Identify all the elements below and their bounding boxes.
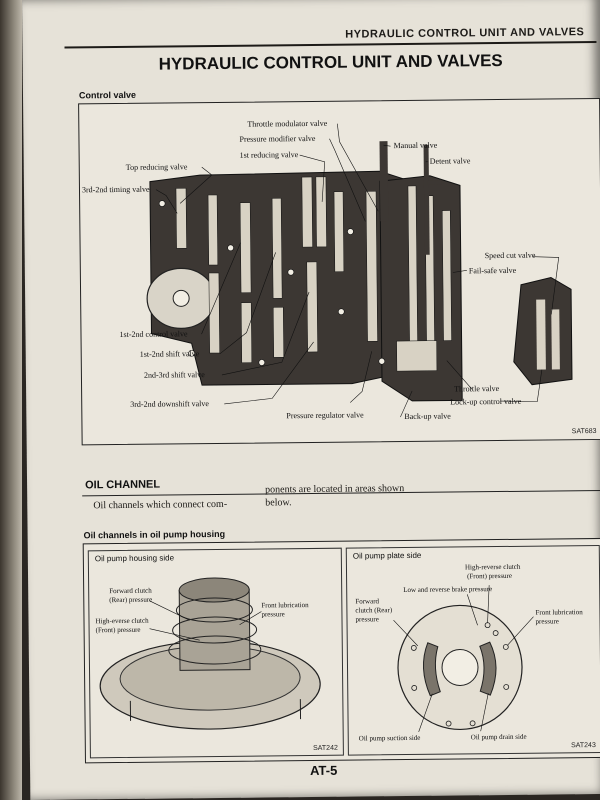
oil-channel-text-left: Oil channels which connect com-: [93, 498, 228, 512]
oil-pump-housing-diagram: Forward clutch (Rear) pressure High-ever…: [95, 577, 321, 730]
control-valve-diagram: Throttle modulator valve Pressure modifi…: [82, 119, 573, 421]
oil-channel-text-right-1: ponents are located in areas shown: [265, 483, 405, 496]
oil-pump-plate-diagram: High-reverse clutch (Front) pressure Low…: [355, 563, 583, 743]
oil-channel-heading: OIL CHANNEL: [85, 478, 161, 492]
manual-valve-rod: [379, 141, 389, 222]
manual-valve-label: Manual valve: [393, 141, 437, 150]
figure-code: SAT683: [571, 428, 597, 436]
housing-side-title: Oil pump housing side: [94, 553, 175, 564]
control-1st-2nd-valve-label: 1st-2nd control valve: [119, 329, 188, 339]
oil-pump-section-label: Oil channels in oil pump housing: [83, 528, 226, 541]
plate-forward-label-2: clutch (Rear): [355, 606, 392, 614]
speed-cut-valve-label: Speed cut valve: [485, 251, 536, 261]
high-reverse-label-1: High-everse clutch: [95, 617, 149, 626]
plate-forward-label-1: Forward: [355, 597, 379, 605]
high-reverse-label-2: (Front) pressure: [96, 626, 141, 634]
forward-clutch-label-2: (Rear) pressure: [109, 596, 152, 604]
housing-shaft-top: [178, 577, 250, 603]
plate-front-lub-label-2: pressure: [535, 617, 558, 625]
plate-side-title: Oil pump plate side: [352, 550, 422, 561]
timing-3rd-2nd-valve-label: 3rd-2nd timing valve: [82, 185, 150, 195]
housing-figure-code: SAT242: [313, 744, 338, 752]
plate-high-reverse-label-1: High-reverse clutch: [465, 563, 521, 572]
oil-pump-plate-panel: Oil pump plate side: [345, 544, 600, 756]
lock-up-control-valve-label: Lock-up control valve: [450, 397, 522, 407]
oil-pump-housing-panel: Oil pump housing side Forward clutch (Re…: [87, 547, 344, 759]
plate-figure-code: SAT243: [571, 742, 596, 750]
plate-high-reverse-label-2: (Front) pressure: [467, 572, 512, 580]
adjacent-page-edge: [0, 0, 22, 800]
shift-1st-2nd-valve-label: 1st-2nd shift valve: [140, 349, 200, 359]
front-lub-label-2: pressure: [261, 610, 284, 618]
control-valve-label: Control valve: [78, 89, 137, 101]
suction-kidney: [423, 642, 441, 697]
oil-pump-figures: Oil pump housing side Forward clutch (Re…: [82, 537, 600, 764]
shift-2nd-3rd-valve-label: 2nd-3rd shift valve: [144, 370, 205, 380]
suction-side-label: Oil pump suction side: [359, 734, 421, 743]
throttle-valve-label: Throttle valve: [454, 384, 500, 393]
fail-safe-valve-label: Fail-safe valve: [469, 266, 517, 275]
oil-channel-text-right-2: below.: [265, 497, 292, 509]
plate-front-lub-label-1: Front lubrication: [535, 608, 583, 616]
top-reducing-valve-label: Top reducing valve: [126, 162, 188, 172]
manual-page: HYDRAULIC CONTROL UNIT AND VALVES HYDRAU…: [22, 0, 600, 800]
back-up-valve-label: Back-up valve: [404, 412, 451, 421]
control-valve-figure: Throttle modulator valve Pressure modifi…: [78, 97, 600, 446]
detent-rod: [423, 144, 430, 255]
downshift-3rd-2nd-valve-label: 3rd-2nd downshift valve: [130, 399, 209, 409]
front-lub-label-1: Front lubrication: [261, 601, 309, 609]
drain-side-label: Oil pump drain side: [471, 733, 527, 742]
pressure-regulator-valve-label: Pressure regulator valve: [286, 410, 364, 420]
plate-forward-label-3: pressure: [355, 615, 378, 623]
first-reducing-valve-label: 1st reducing valve: [240, 150, 299, 160]
throttle-modulator-valve-label: Throttle modulator valve: [247, 119, 328, 129]
page-number: AT-5: [310, 762, 338, 779]
drain-kidney: [479, 641, 497, 696]
pressure-modifier-valve-label: Pressure modifier valve: [239, 134, 316, 144]
detent-valve-label: Detent valve: [430, 156, 471, 165]
page-title: HYDRAULIC CONTROL UNIT AND VALVES: [158, 50, 503, 74]
forward-clutch-label-1: Forward clutch: [109, 587, 152, 595]
low-reverse-brake-label: Low and reverse brake pressure: [403, 585, 492, 594]
